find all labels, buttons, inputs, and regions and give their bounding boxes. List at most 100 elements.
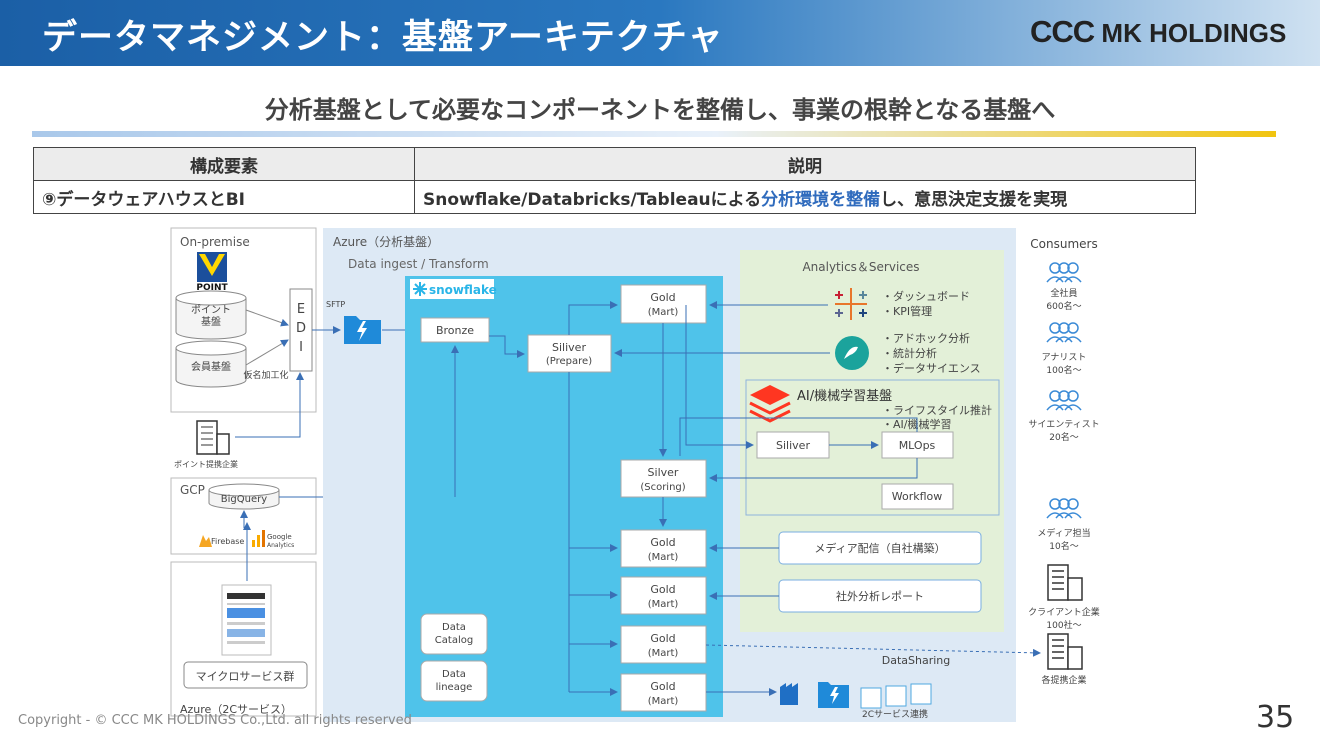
ml-siliver-box [756,431,830,459]
consumer-count-1: 600名～ [1046,300,1081,312]
building-icon-1 [1047,564,1083,601]
analytics-label: Analytics＆Services [802,260,919,274]
service-doc-icons [860,683,932,709]
table-header-component: 構成要素 [33,147,415,181]
consumer-count-5: 100社～ [1046,619,1081,631]
adhoc-item-1: ・アドホック分析 [882,331,970,345]
edi-box: E D I [289,288,313,372]
consumer-name-3: サイエンティスト [1028,419,1099,430]
gold-label-1: Gold [650,291,675,304]
snowflake-icon [413,282,427,296]
member-db: 会員基盤 [175,340,247,388]
consumer-name-6: 各提携企業 [1041,674,1086,686]
gold-sub-4: (Mart) [648,648,679,659]
azure-2c-label: Azure（2Cサービス） [180,703,292,716]
factory-icon [780,683,798,705]
brand-logo: CCC MK HOLDINGS [1030,14,1286,50]
gold-label-5: Gold [650,680,675,693]
edi-e: E [297,302,305,317]
mlops-label: MLOps [899,439,936,452]
page-title: データマネジメント：基盤アーキテクチャ [42,18,724,58]
copyright: Copyright - © CCC MK HOLDINGS Co.,Ltd. a… [18,713,412,728]
microservices-label: マイクロサービス群 [196,669,295,683]
gold-sub-3: (Mart) [648,599,679,610]
consumer-name-1: 全社員 [1050,287,1077,299]
ingest-label: Data ingest / Transform [348,257,489,271]
member-db-label: 会員基盤 [191,360,231,373]
component-table: 構成要素 説明 ⑨データウェアハウスとBI Snowflake/Databric… [33,147,1196,214]
firebase-label: Firebase [211,537,244,546]
ml-siliver-label: Siliver [776,439,810,452]
consumer-name-2: アナリスト [1042,352,1087,363]
gold-sub-1: (Mart) [648,307,679,318]
silver-prepare-label-2: (Prepare) [546,356,592,367]
tableau-item-2: ・KPI管理 [882,304,932,318]
gold-label-3: Gold [650,583,675,596]
brand-ccc: CCC [1030,14,1095,49]
share-gear-icon [690,629,704,643]
desc-pre: Snowflake/Databricks/Tableauによる [423,189,762,210]
consumer-count-4: 10名～ [1049,540,1078,552]
point-db-label-1: ポイント [191,304,231,316]
desc-highlight: 分析環境を整備 [761,189,881,210]
media-delivery-label: メディア配信（自社構築） [814,541,945,555]
subtitle-rule [32,131,1276,137]
microservices-box [183,661,308,689]
bigquery-db: BigQuery [208,483,280,510]
firebase-icon [199,535,212,547]
sftp-storage-icon [344,316,381,344]
anon-label: 仮名加工化 [243,369,288,381]
consumers-label: Consumers [1030,237,1097,251]
adhoc-item-2: ・統計分析 [882,346,937,360]
gold-mart-box-5: Gold (Mart) [620,673,707,712]
workflow-box [881,483,954,510]
lineage-label-2: lineage [436,682,473,693]
google-analytics-icon [252,530,265,547]
consumer-count-2: 100名～ [1046,364,1081,376]
users-icon-2 [1046,322,1082,343]
header-bar [0,0,1320,66]
onpremise-label: On-premise [180,235,250,249]
tableau-icon [835,288,867,320]
gold-label-4: Gold [650,632,675,645]
desc-post: し、意思決定支援を実現 [880,189,1068,210]
external-report-label: 社外分析レポート [836,589,924,603]
data-lineage-box: Data lineage [420,660,488,702]
table-cell-component: ⑨データウェアハウスとBI [33,180,415,214]
datasharing-label: DataSharing [882,654,951,667]
gold-mart-box-2: Gold (Mart) [620,529,707,568]
page-number: 35 [1256,700,1295,735]
users-icon-4 [1046,498,1082,519]
point-logo: POINT [196,252,228,293]
edi-i: I [299,340,303,355]
bronze-label: Bronze [436,324,474,337]
sftp-label: SFTP [326,300,345,309]
silver-scoring-label-1: Silver [648,466,679,479]
gcp-label: GCP [180,483,205,497]
point-db: ポイント 基盤 [175,290,247,340]
tableau-item-1: ・ダッシュボード [882,289,970,303]
consumer-name-4: メディア担当 [1037,527,1090,539]
gold-sub-2: (Mart) [648,552,679,563]
subtitle: 分析基盤として必要なコンポーネントを整備し、事業の根幹となる基盤へ [264,96,1056,124]
partner-building-icon [196,420,230,455]
silver-scoring-box: Silver (Scoring) [620,459,707,498]
gold-label-2: Gold [650,536,675,549]
bigquery-label: BigQuery [221,494,267,505]
bronze-box [420,317,490,343]
data-catalog-box: Data Catalog [420,613,488,655]
users-icon-3 [1046,390,1082,411]
table-header-row: 構成要素 説明 [33,147,1196,181]
gold-mart-box-3: Gold (Mart) [620,576,707,615]
point-logo-text: POINT [196,283,228,293]
service-storage-icon [818,682,849,708]
ml-item-1: ・ライフスタイル推計 [882,403,992,417]
consumer-count-3: 20名～ [1049,431,1078,443]
workflow-label: Workflow [892,490,943,503]
adhoc-item-3: ・データサイエンス [882,361,981,375]
silver-prepare-label-1: Siliver [552,341,586,354]
ml-platform-label: AI/機械学習基盤 [797,388,892,404]
table-cell-description: Snowflake/Databricks/Tableauによる分析環境を整備し、… [414,180,1196,214]
